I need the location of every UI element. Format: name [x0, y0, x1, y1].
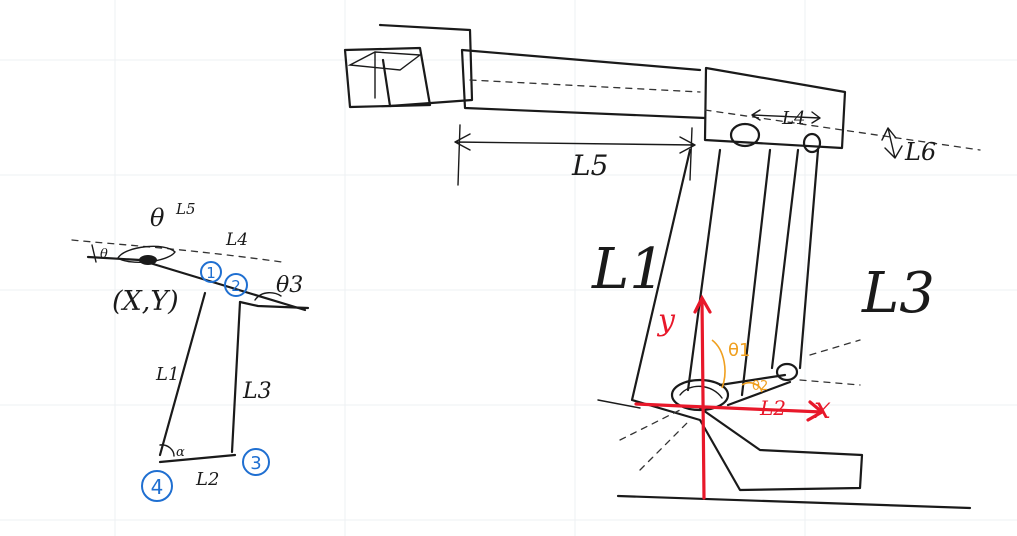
- left-l4-label: L4: [225, 230, 248, 250]
- left-tick: [91, 244, 97, 263]
- marker-2-text: 2: [231, 277, 241, 295]
- left-l2-label: L2: [195, 469, 219, 490]
- base-pivot: [670, 378, 730, 412]
- right-l4-label: L4: [781, 108, 805, 129]
- x-axis-arrow: [806, 400, 825, 422]
- x-axis-line: [634, 402, 824, 414]
- l5-extension-lines: [457, 124, 693, 186]
- elbow-pin-2: [802, 132, 822, 154]
- gripper-box: [343, 46, 432, 109]
- base-tick: [597, 399, 641, 409]
- marker-4-circle: [141, 470, 173, 502]
- left-dashed-line: [71, 239, 283, 263]
- theta1-arc: [711, 339, 726, 389]
- left-kinematic-sketch: θ L5 L4 θ (X,Y) θ3 L1 L3 α L2 1 2 3 4: [71, 200, 310, 502]
- right-l6-label: L6: [904, 138, 936, 166]
- left-joint-outline: [117, 245, 176, 263]
- link-l3: [770, 148, 820, 370]
- forearm-centerline: [469, 79, 701, 93]
- left-l1-label: L1: [155, 364, 179, 385]
- lower-pin: [775, 362, 799, 382]
- marker-3-circle: [242, 448, 270, 476]
- left-alpha-label: α: [176, 445, 185, 460]
- left-l5-label: L5: [175, 200, 196, 218]
- left-theta3-label: θ3: [276, 273, 303, 298]
- wrist-block: [378, 23, 474, 108]
- left-link-l1: [158, 291, 207, 457]
- theta1-label: θ1: [728, 340, 750, 361]
- left-theta-top: θ: [150, 204, 165, 232]
- l5-dimension-arrow: [454, 133, 696, 154]
- angle-markers: θ1 θ2: [711, 339, 768, 394]
- elbow-pin-1: [729, 122, 761, 148]
- left-theta3-arc: [254, 292, 282, 301]
- base-dashed-rays: [619, 339, 861, 471]
- left-link-l2: [158, 453, 237, 464]
- elbow-housing: [703, 66, 847, 150]
- marker-1-circle: [200, 261, 222, 283]
- theta2-arc: [741, 382, 763, 393]
- base-pivot-inner: [679, 385, 723, 399]
- right-l3-label: L3: [861, 261, 935, 326]
- right-l5-label: L5: [571, 149, 608, 182]
- marker-2-circle: [224, 273, 248, 297]
- right-l2-label: L2: [759, 396, 786, 420]
- x-axis-label: x: [814, 391, 831, 426]
- l4-dimension-arrow: [751, 109, 821, 124]
- left-point-label: (X,Y): [112, 286, 179, 317]
- right-l1-label: L1: [591, 237, 665, 302]
- main-link-l1: [686, 148, 772, 397]
- forearm-link: [460, 48, 707, 120]
- left-arm-right: [238, 300, 310, 310]
- theta2-label: θ2: [752, 379, 768, 394]
- elbow-dashed-line: [704, 109, 981, 151]
- right-robot-arm-sketch: L4 L5 L6 L1 L3: [343, 23, 981, 510]
- y-axis-label: y: [656, 303, 676, 338]
- y-axis-arrow: [693, 294, 712, 314]
- marker-3-text: 3: [250, 453, 261, 474]
- left-joint-blob: [139, 255, 157, 265]
- l6-dimension-arrow: [881, 127, 903, 159]
- crank-l2: [718, 373, 792, 407]
- ground-line: [616, 494, 972, 510]
- marker-1-text: 1: [206, 264, 216, 282]
- marker-4-text: 4: [151, 475, 164, 499]
- coordinate-axes: y x L2: [634, 294, 831, 500]
- left-alpha-arc: [159, 444, 175, 457]
- left-l3-label: L3: [242, 379, 272, 404]
- left-link-l3: [230, 300, 242, 454]
- y-axis-line: [700, 298, 706, 500]
- left-theta-small: θ: [100, 247, 108, 262]
